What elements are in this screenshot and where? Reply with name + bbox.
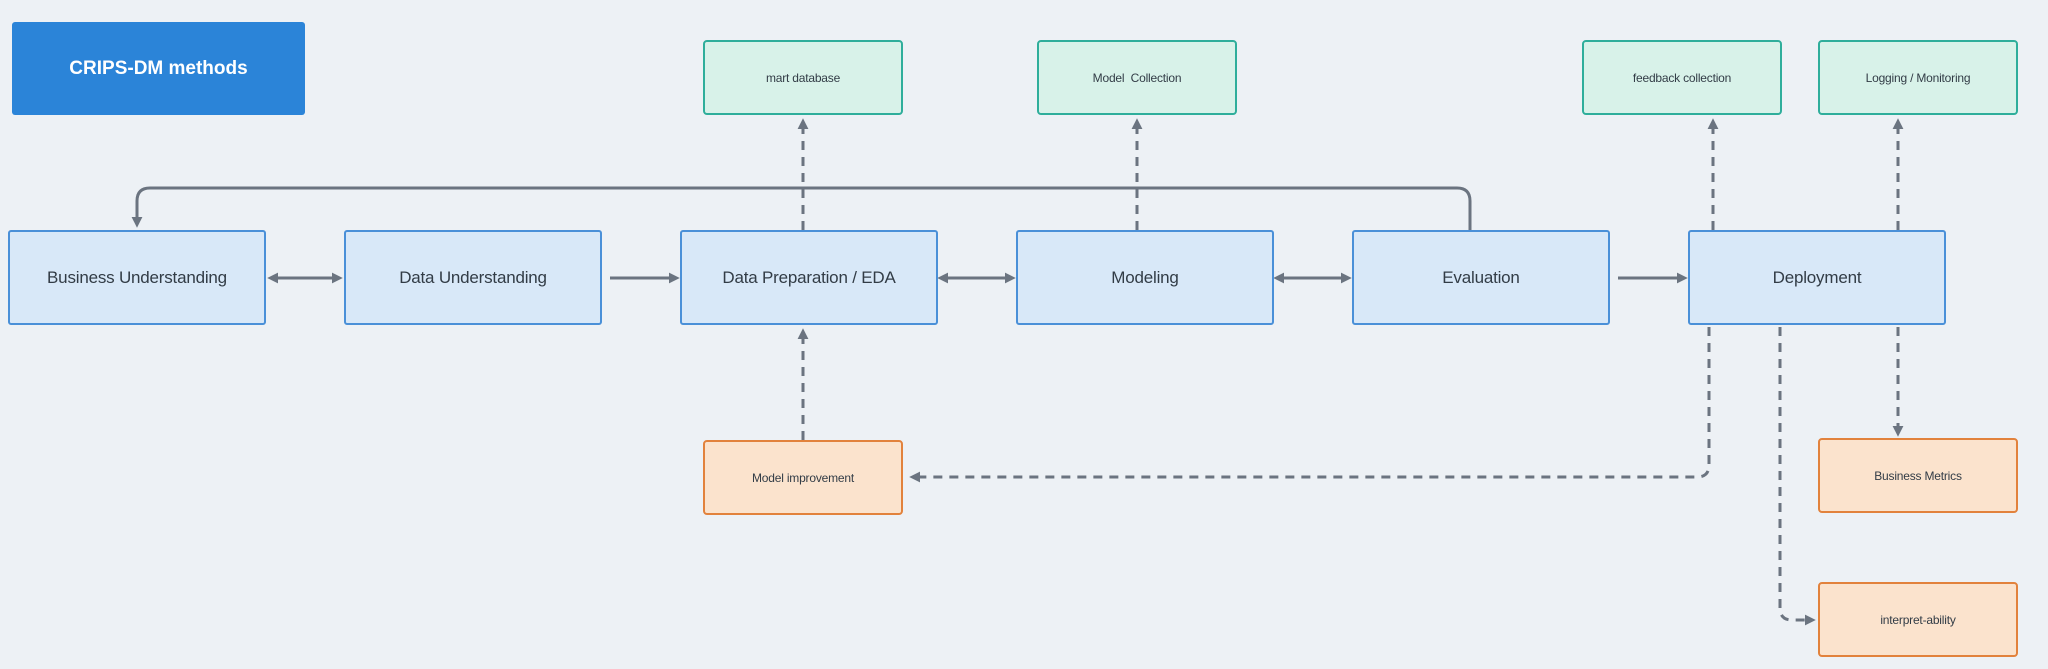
arrow-deployment-to-model-improvement xyxy=(909,327,1711,483)
node-label: Model improvement xyxy=(752,470,854,485)
node-evaluation[interactable]: Evaluation xyxy=(1352,230,1610,325)
arrow-deployment-to-interpret-ability xyxy=(1778,327,1816,626)
node-label: Modeling xyxy=(1111,267,1179,287)
node-label: interpret-ability xyxy=(1880,612,1956,627)
node-data-understanding[interactable]: Data Understanding xyxy=(344,230,602,325)
node-label: Business Metrics xyxy=(1874,468,1962,483)
node-label: Evaluation xyxy=(1442,267,1520,287)
node-data-preparation-eda[interactable]: Data Preparation / EDA xyxy=(680,230,938,325)
node-business-metrics[interactable]: Business Metrics xyxy=(1818,438,2018,513)
diagram-title-label: CRIPS-DM methods xyxy=(69,57,248,79)
node-label: Business Understanding xyxy=(47,267,227,287)
node-mart-database[interactable]: mart database xyxy=(703,40,903,115)
diagram-title: CRIPS-DM methods xyxy=(12,22,305,115)
node-label: Logging / Monitoring xyxy=(1865,70,1971,85)
node-label: mart database xyxy=(765,70,841,85)
node-label: Model Collection xyxy=(1092,70,1182,85)
node-business-understanding[interactable]: Business Understanding xyxy=(8,230,266,325)
node-modeling[interactable]: Modeling xyxy=(1016,230,1274,325)
node-label: Deployment xyxy=(1772,267,1862,287)
node-model-collection[interactable]: Model Collection xyxy=(1037,40,1237,115)
node-logging-monitoring[interactable]: Logging / Monitoring xyxy=(1818,40,2018,115)
node-deployment[interactable]: Deployment xyxy=(1688,230,1946,325)
node-model-improvement[interactable]: Model improvement xyxy=(703,440,903,515)
node-label: feedback collection xyxy=(1632,70,1732,85)
node-feedback-collection[interactable]: feedback collection xyxy=(1582,40,1782,115)
arrow-evaluation-to-business-understanding xyxy=(131,186,1472,230)
node-interpret-ability[interactable]: interpret-ability xyxy=(1818,582,2018,657)
node-label: Data Understanding xyxy=(399,267,547,287)
node-label: Data Preparation / EDA xyxy=(722,267,896,287)
